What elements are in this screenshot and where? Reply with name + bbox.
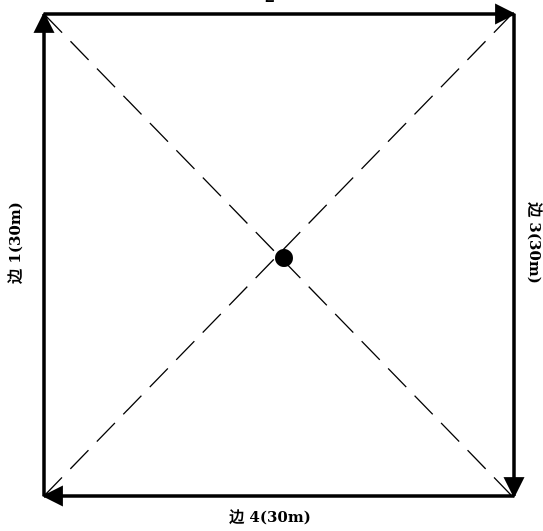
side-1-label: 边 1(30m) [6, 202, 24, 284]
side-3-label: 边 3(30m) [526, 202, 543, 284]
center-point [275, 249, 293, 267]
side-4-label: 边 4(30m) [229, 508, 311, 526]
side-2-label: 2 [170, 0, 370, 6]
